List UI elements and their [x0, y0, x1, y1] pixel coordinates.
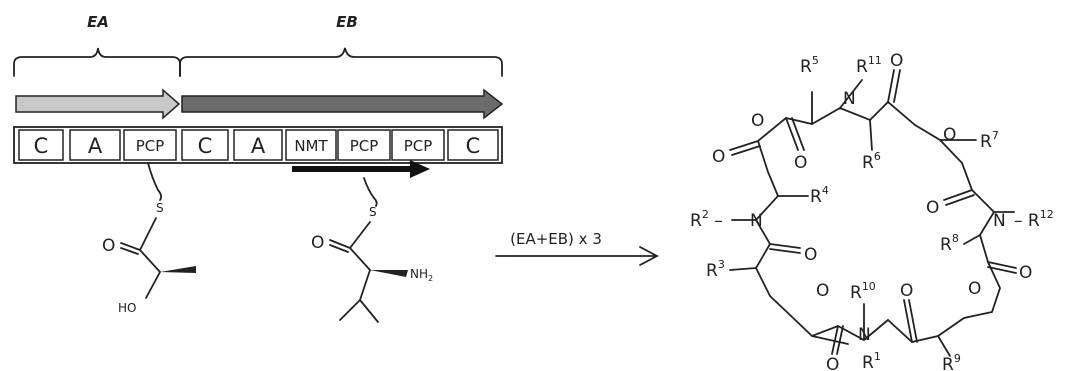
module-box-c1: [18, 129, 64, 161]
module-box-c2: [181, 129, 229, 161]
module-label-c1: C: [34, 134, 49, 158]
ring-o-3: O: [890, 51, 903, 71]
r12-label: – R12: [1014, 208, 1054, 231]
ring-o-9: O: [816, 281, 829, 301]
cyclic-product: O O O O O O O O O O O O N N N N R5 R11 R…: [690, 51, 1054, 371]
r6-label: R6: [862, 150, 881, 173]
nmt-arrow: [292, 160, 430, 178]
module-boxes: [18, 129, 499, 161]
r9-label: R9: [942, 352, 961, 371]
r4-label: R4: [810, 184, 829, 207]
gene-arrow-eb: [181, 88, 504, 120]
ring-n-left: N: [750, 211, 763, 231]
r2-label: R2 –: [690, 208, 723, 231]
gene-label-ea: EA: [87, 13, 109, 31]
reaction-arrow-head: [639, 246, 659, 266]
r11-label: R11: [856, 54, 882, 77]
ring-o-8: O: [1019, 263, 1032, 283]
module-box-a1: [69, 129, 121, 161]
module-label-c2: C: [198, 134, 213, 158]
module-box-pcp1: [123, 129, 177, 161]
ring-n-top: N: [843, 89, 856, 109]
module-label-c3: C: [466, 134, 481, 158]
substrate-lactyl: S O HO: [102, 162, 196, 315]
gene-arrow-ea: [15, 88, 181, 120]
gene-label-eb: EB: [336, 13, 358, 31]
hydroxyl-label: HO: [118, 301, 136, 315]
ring-o-4: O: [943, 125, 956, 145]
ring-o-2: O: [794, 153, 807, 173]
r1-label: R1: [862, 350, 881, 371]
reaction-label: (EA+EB) x 3: [510, 230, 602, 248]
module-box-a2: [233, 129, 283, 161]
oxygen-label-2: O: [311, 233, 324, 253]
ring-o-12: O: [900, 281, 913, 301]
brace-ea: [13, 47, 181, 77]
oxygen-label-1: O: [102, 236, 115, 256]
module-box-nmt: [285, 129, 337, 161]
wedge-methyl: [160, 266, 196, 273]
ring-n-right: N: [993, 211, 1006, 231]
sulfur-label-1: S: [156, 201, 164, 215]
brace-eb: [179, 47, 503, 77]
module-label-pcp1: PCP: [136, 137, 165, 155]
module-label-pcp2: PCP: [350, 137, 379, 155]
r10-label: R10: [850, 280, 876, 303]
amine-label: NH2: [410, 267, 433, 283]
wedge-amine: [370, 270, 408, 277]
module-label-a1: A: [88, 134, 103, 158]
r3-label: R3: [706, 258, 725, 281]
ring-backbone: [754, 100, 1001, 343]
ring-o-10: O: [968, 279, 981, 299]
module-label-pcp3: PCP: [404, 137, 433, 155]
ring-o-11: O: [826, 355, 839, 371]
ring-o-1: O: [751, 111, 764, 131]
module-box-c3: [447, 129, 499, 161]
ring-o-6: O: [926, 198, 939, 218]
r5-label: R5: [800, 54, 819, 77]
ring-n-bottom: N: [858, 325, 871, 345]
r8-label: R8: [940, 232, 959, 255]
substrate-valyl: S O NH2: [311, 177, 433, 323]
r7-label: R7: [980, 129, 999, 152]
ring-o-7: O: [804, 245, 817, 265]
module-box-pcp3: [391, 129, 445, 161]
ring-o-5: O: [712, 147, 725, 167]
sulfur-label-2: S: [369, 205, 377, 219]
module-strip: [13, 126, 503, 164]
module-label-nmt: NMT: [294, 137, 328, 155]
module-label-a2: A: [251, 134, 266, 158]
module-box-pcp2: [337, 129, 391, 161]
